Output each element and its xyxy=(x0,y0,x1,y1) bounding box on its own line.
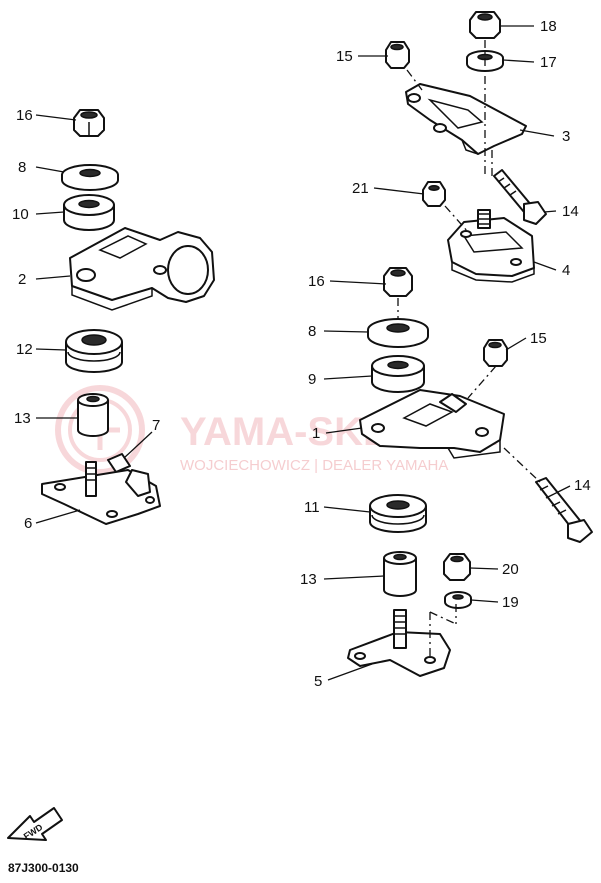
part-10-damper-left xyxy=(63,194,115,231)
part-8-washer-left xyxy=(61,164,119,191)
callout-2: 2 xyxy=(18,271,26,288)
callout-20: 20 xyxy=(502,561,519,578)
callout-16-right: 16 xyxy=(308,273,325,290)
callout-14-upper: 14 xyxy=(562,203,579,220)
callout-14-lower: 14 xyxy=(574,477,591,494)
center-lines xyxy=(397,40,541,660)
part-8-washer-right xyxy=(367,318,429,348)
part-9-damper-right xyxy=(371,355,425,393)
callout-8-right: 8 xyxy=(308,323,316,340)
part-16-nut-right xyxy=(383,267,413,297)
callout-15-top: 15 xyxy=(336,48,353,65)
watermark-tagline: WOJCIECHOWICZ | DEALER YAMAHA xyxy=(180,457,448,474)
callout-8-left: 8 xyxy=(18,159,26,176)
part-14-bolt-lower xyxy=(535,477,593,543)
part-6-plate xyxy=(41,461,161,525)
drawing-code: 87J300-0130 xyxy=(8,861,79,875)
part-3-upper-bracket xyxy=(405,83,527,155)
part-21-nut xyxy=(422,181,446,207)
callout-3: 3 xyxy=(562,128,570,145)
callout-10: 10 xyxy=(12,206,29,223)
part-18-nut xyxy=(469,11,501,39)
part-2-bracket xyxy=(69,227,215,311)
callout-7: 7 xyxy=(152,417,160,434)
part-15-nut-middle xyxy=(483,339,508,367)
callouts: 16 8 10 2 12 13 7 6 15 18 17 3 21 14 4 1… xyxy=(12,18,591,690)
callout-11: 11 xyxy=(304,499,320,516)
part-5-plate xyxy=(347,609,451,677)
callout-6: 6 xyxy=(24,515,32,532)
callout-18: 18 xyxy=(540,18,557,35)
part-14-bolt-upper xyxy=(493,169,547,225)
leader-lines xyxy=(35,25,571,681)
part-15-nut-top xyxy=(385,41,410,69)
callout-19: 19 xyxy=(502,594,519,611)
part-16-nut-left xyxy=(73,109,105,137)
part-13-collar-right xyxy=(383,551,417,597)
part-11-grommet-right xyxy=(369,494,427,533)
callout-9: 9 xyxy=(308,371,316,388)
callout-5: 5 xyxy=(314,673,322,690)
callout-13-right: 13 xyxy=(300,571,317,588)
callout-4: 4 xyxy=(562,262,570,279)
part-12-grommet-left xyxy=(65,329,123,373)
part-20-nut xyxy=(443,553,471,581)
callout-12: 12 xyxy=(16,341,33,358)
callout-21: 21 xyxy=(352,180,369,197)
part-19-washer xyxy=(444,591,472,609)
callout-17: 17 xyxy=(540,54,557,71)
part-4-mount-block xyxy=(447,209,535,283)
callout-16-left: 16 xyxy=(16,107,33,124)
part-1-main-bracket xyxy=(359,389,505,459)
callout-13-left: 13 xyxy=(14,410,31,427)
callout-15-middle: 15 xyxy=(530,330,547,347)
callout-1: 1 xyxy=(312,425,320,442)
fwd-arrow-icon: FWD xyxy=(7,807,63,842)
part-13-collar-left xyxy=(77,393,109,437)
